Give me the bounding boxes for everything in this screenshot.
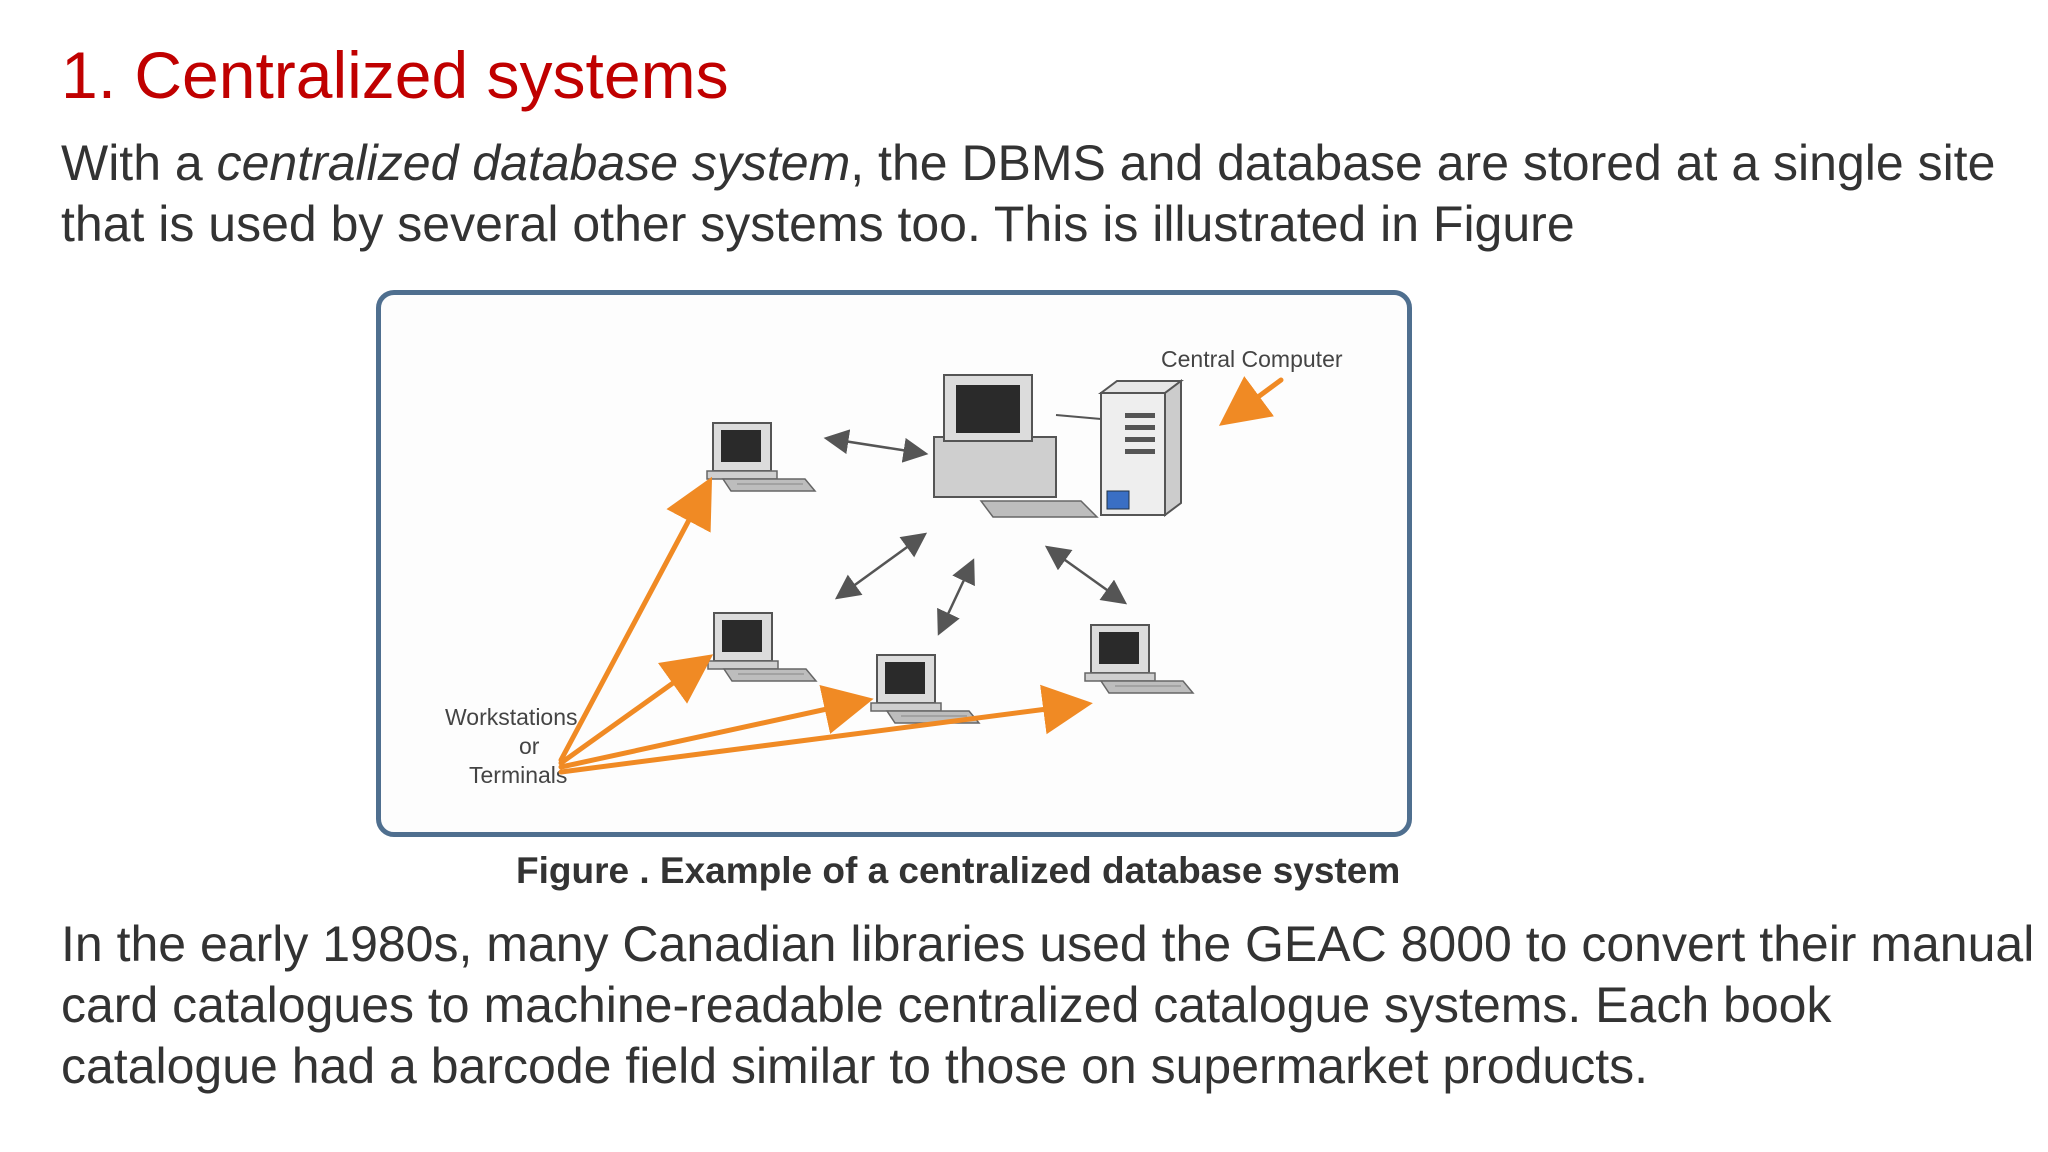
terminal-icon — [706, 422, 816, 492]
label-terminals: Terminals — [469, 762, 567, 788]
centralized-system-figure: Central Computer Workstations or Termina… — [376, 290, 1412, 837]
terminal-icon — [707, 612, 817, 682]
server-tower-icon — [1098, 379, 1184, 517]
slide-title: 1. Centralized systems — [61, 38, 729, 112]
label-central-computer: Central Computer — [1161, 346, 1343, 372]
label-workstations: Workstations — [445, 704, 578, 730]
desktop-computer-icon — [933, 374, 1102, 518]
intro-paragraph: With a centralized database system, the … — [61, 133, 2048, 255]
intro-text-before: With a — [61, 135, 217, 191]
label-or: or — [519, 733, 540, 759]
connector-arrows — [823, 429, 1128, 636]
terminal-icon — [870, 654, 980, 724]
terminal-icon — [1084, 624, 1194, 694]
figure-diagram: Central Computer Workstations or Termina… — [445, 346, 1343, 788]
intro-emphasis: centralized database system — [216, 135, 851, 191]
intro-text-after: , the DBMS and database are stored at a … — [61, 135, 1996, 252]
body-paragraph: In the early 1980s, many Canadian librar… — [61, 916, 2035, 1094]
pointer-arrows — [558, 376, 1284, 775]
figure-caption: Figure . Example of a centralized databa… — [516, 850, 1401, 891]
